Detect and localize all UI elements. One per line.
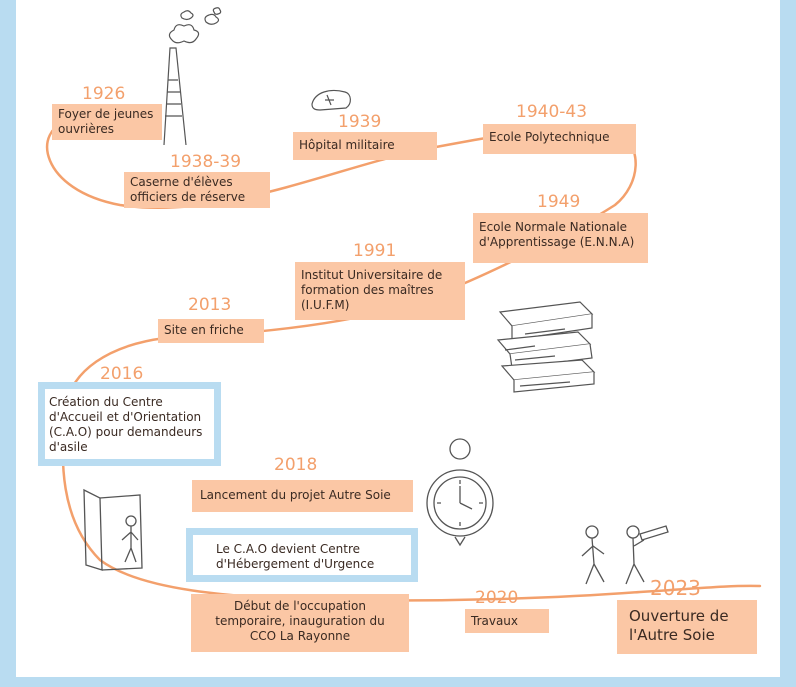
event-text-line: (C.A.O) pour demandeurs	[49, 425, 203, 439]
year-2023: 2023	[650, 576, 701, 600]
event-text-line: Ouverture de	[629, 607, 729, 625]
smoke-icon	[168, 7, 222, 44]
event-text-line: formation des maîtres	[301, 283, 434, 297]
event-box-2020: Travaux	[465, 609, 549, 633]
frame-border-right	[780, 0, 796, 687]
event-text-line: Caserne d'élèves	[130, 175, 233, 189]
event-text-line: Début de l'occupation	[234, 599, 366, 613]
event-box-1939: Hôpital militaire	[293, 132, 437, 160]
event-box-occupation: Début de l'occupation temporaire, inaugu…	[191, 594, 409, 652]
event-text-line: Institut Universitaire de	[301, 268, 443, 282]
event-box-2016: Création du Centre d'Accueil et d'Orient…	[38, 382, 221, 466]
event-text-line: Ecole Polytechnique	[489, 130, 610, 144]
event-box-1940-43: Ecole Polytechnique	[483, 124, 636, 154]
event-text-line: (I.U.F.M)	[301, 298, 350, 312]
event-box-1926: Foyer de jeunes ouvrières	[52, 104, 162, 140]
year-2018: 2018	[274, 455, 318, 475]
event-text-line: temporaire, inauguration du	[215, 614, 385, 628]
event-box-2013: Site en friche	[158, 319, 264, 343]
event-box-2018: Lancement du projet Autre Soie	[192, 480, 413, 512]
event-text-line: CCO La Rayonne	[249, 629, 351, 643]
event-text-line: Création du Centre	[49, 395, 163, 409]
event-text-line: Foyer de jeunes	[58, 107, 154, 121]
year-1926: 1926	[82, 84, 126, 104]
door-person-icon	[83, 488, 143, 571]
event-box-1991: Institut Universitaire de formation des …	[295, 262, 465, 320]
event-text-line: l'Autre Soie	[629, 626, 715, 644]
event-text-line: Hôpital militaire	[299, 138, 395, 152]
event-text-line: Ecole Normale Nationale	[479, 220, 628, 234]
event-box-2023: Ouverture de l'Autre Soie	[617, 600, 757, 654]
event-text-line: d'Hébergement d'Urgence	[216, 557, 375, 571]
event-text-line: ouvrières	[58, 122, 115, 136]
event-text-line: d'asile	[49, 440, 88, 454]
event-box-cao-chu: Le C.A.O devient Centre d'Hébergement d'…	[186, 528, 418, 582]
frame-border-bottom	[0, 677, 796, 687]
telescope-icon	[639, 525, 669, 541]
year-1939: 1939	[338, 112, 382, 132]
books-icon	[496, 301, 596, 393]
year-2013: 2013	[188, 295, 232, 315]
year-1949: 1949	[537, 192, 581, 212]
year-1938-39: 1938-39	[170, 152, 242, 172]
event-text-line: d'Apprentissage (E.N.N.A)	[479, 235, 635, 249]
event-box-1938-39: Caserne d'élèves officiers de réserve	[124, 172, 270, 208]
event-text-line: Lancement du projet Autre Soie	[200, 488, 391, 502]
year-2016: 2016	[100, 364, 144, 384]
event-text-line: d'Accueil et d'Orientation	[49, 410, 202, 424]
year-1940-43: 1940-43	[516, 102, 588, 122]
event-text-line: Le C.A.O devient Centre	[216, 542, 361, 556]
event-text-line: Site en friche	[164, 323, 244, 337]
chimney-icon	[163, 47, 187, 146]
year-1991: 1991	[353, 241, 397, 261]
event-box-1949: Ecole Normale Nationale d'Apprentissage …	[473, 213, 648, 263]
pocket-watch-icon	[426, 438, 494, 547]
nurse-cap-icon	[311, 89, 351, 111]
walking-people-icon	[581, 525, 645, 585]
event-text-line: Travaux	[471, 614, 519, 628]
frame-border-left	[0, 0, 16, 687]
event-text-line: officiers de réserve	[130, 190, 246, 204]
year-2020: 2020	[475, 588, 519, 608]
